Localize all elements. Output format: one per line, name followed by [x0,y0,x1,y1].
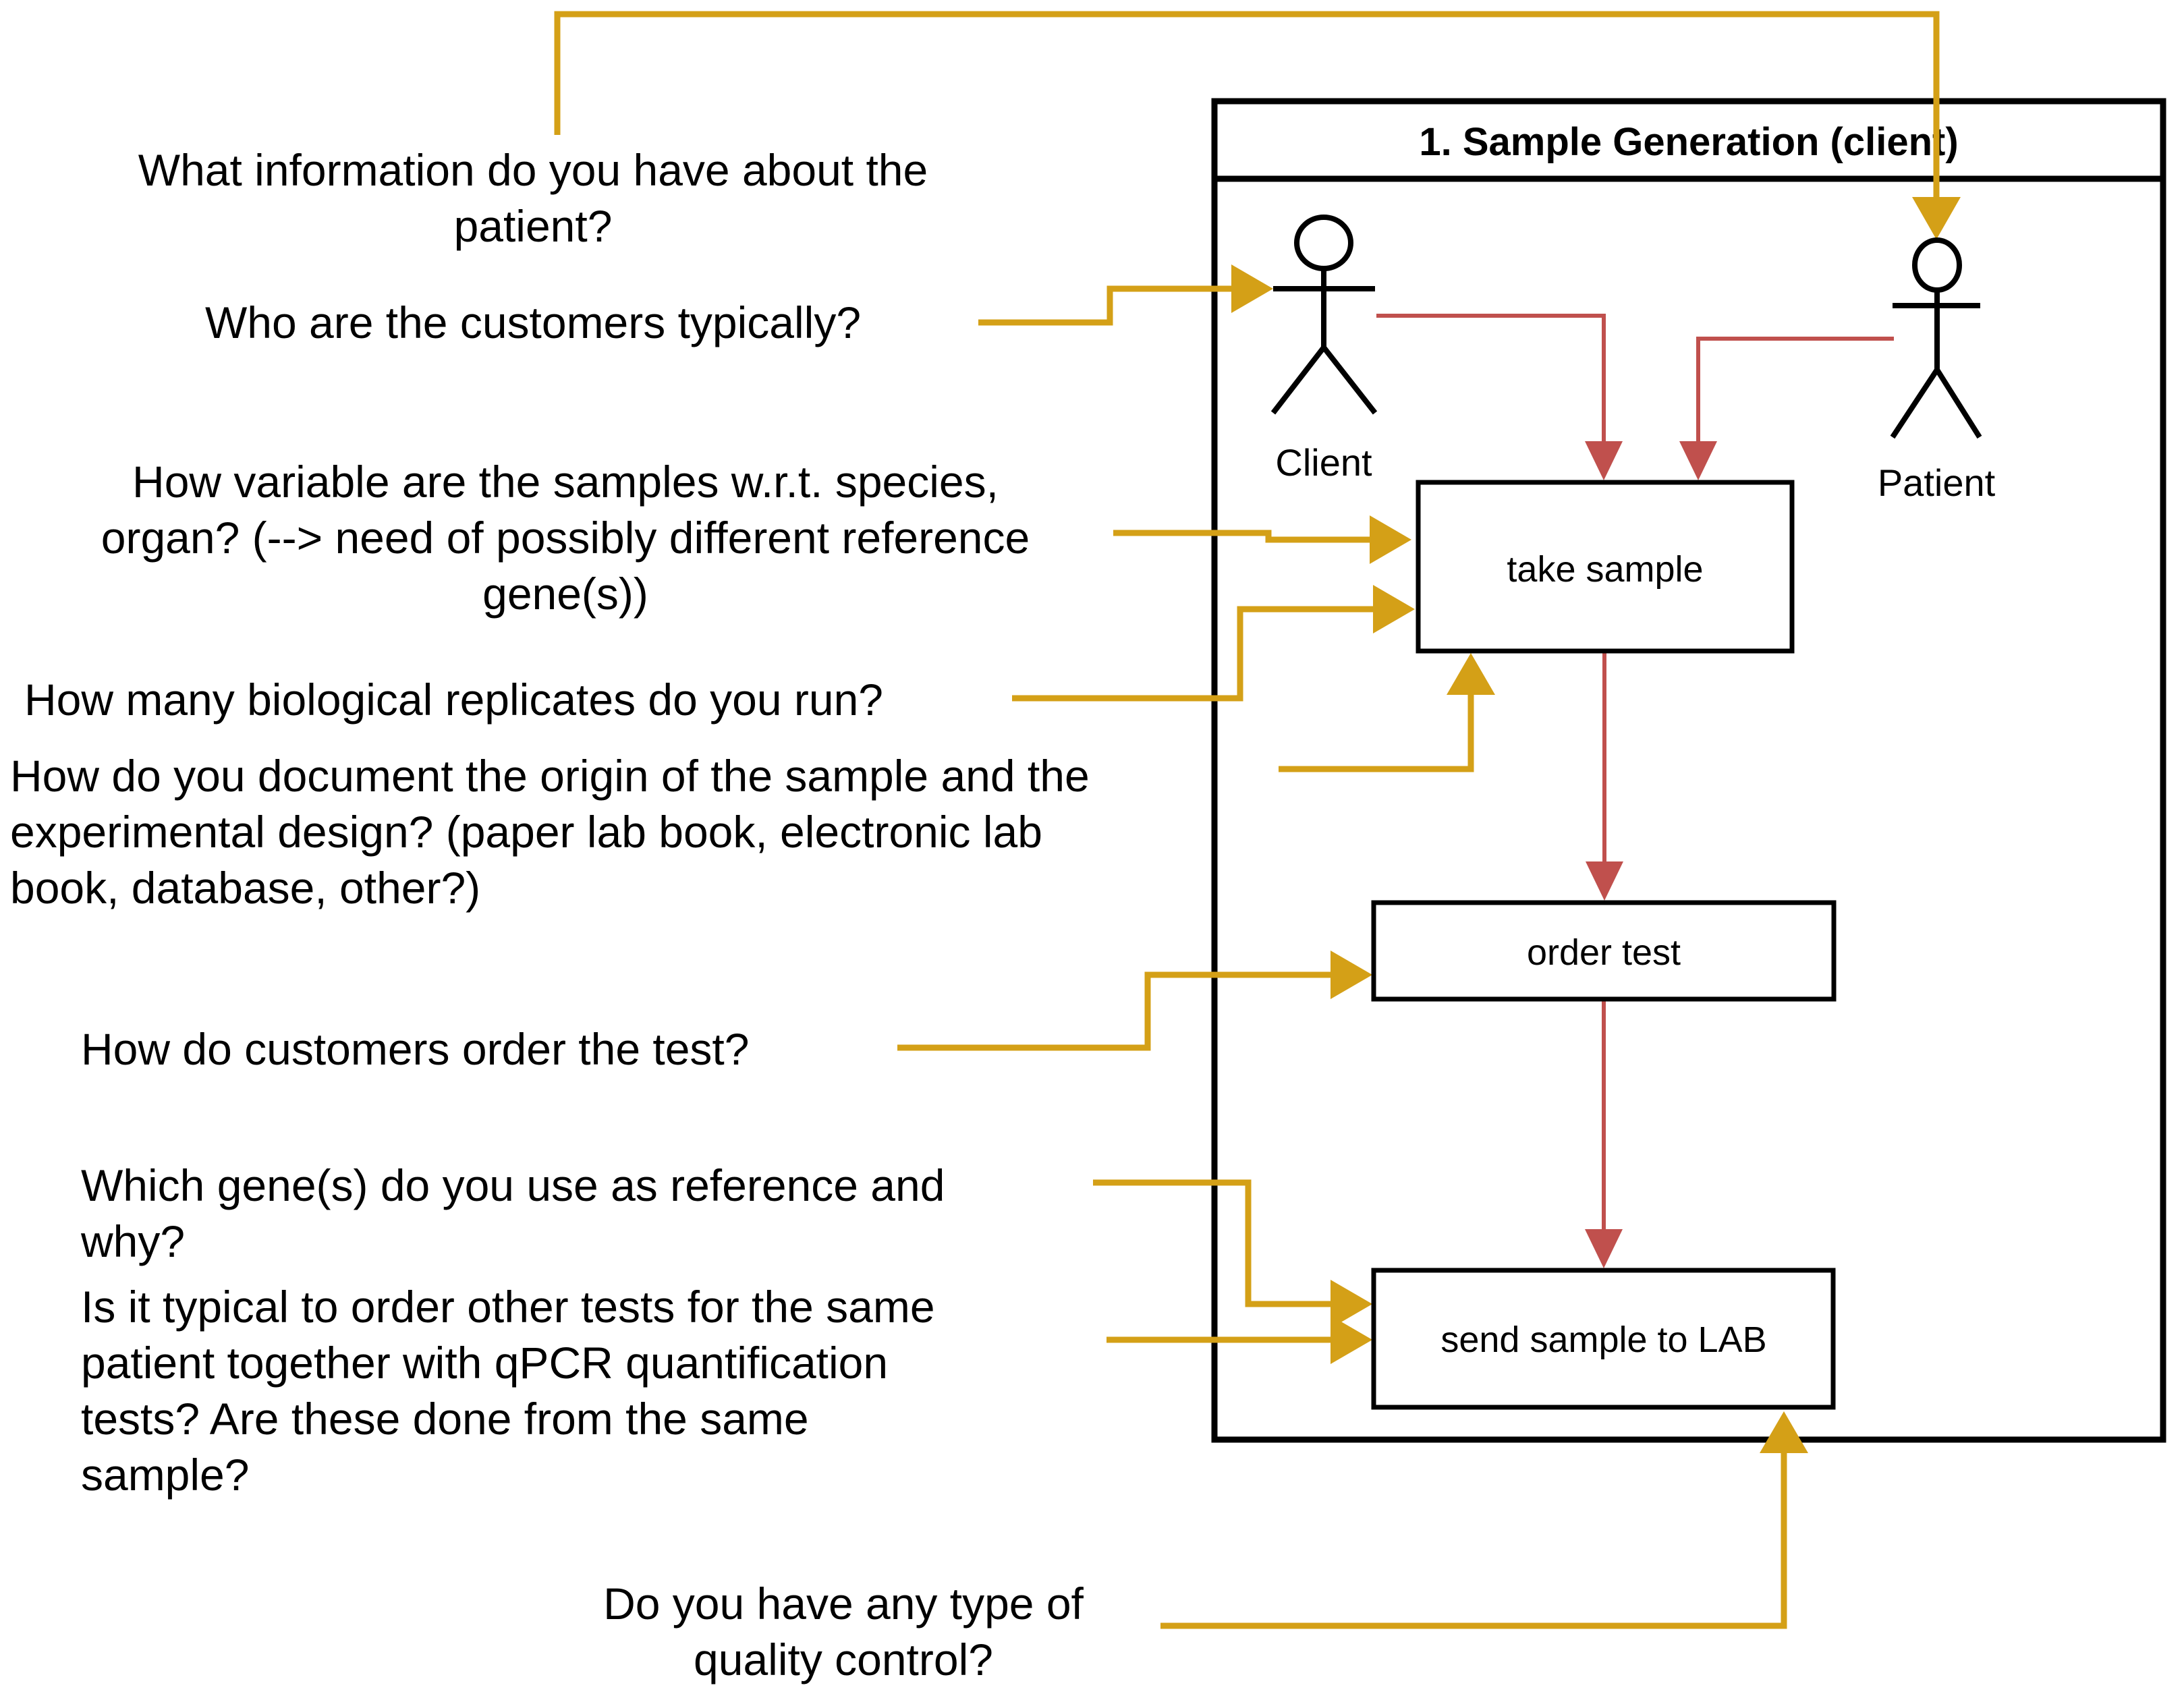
arrowhead-icon [1679,441,1717,480]
take-sample-label: take sample [1507,549,1703,590]
question-line: quality control? [694,1635,993,1685]
arrowhead-icon [1373,585,1415,633]
connector-variability [1113,530,1370,543]
arrowhead-icon [1370,515,1411,564]
client-right-leg [1321,345,1378,415]
send-sample-label: send sample to LAB [1440,1320,1766,1360]
patient-right-leg [1934,368,1982,439]
system-boundary: 1. Sample Generation (client) [1211,98,2166,1443]
question-line: sample? [81,1450,249,1500]
order-test-label: order test [1527,932,1681,973]
question-other-tests: Is it typical to order other tests for t… [81,1282,935,1500]
question-line: Is it typical to order other tests for t… [81,1282,935,1332]
arrowhead-icon [1585,441,1623,480]
connector-replicates [1012,606,1374,702]
send-sample-box [1371,1268,1836,1410]
client-stick-figure-icon [1270,215,1378,415]
question-variability: How variable are the samples w.r.t. spec… [101,457,1030,619]
client-left-leg [1270,345,1326,415]
node-take-sample: take sample [1416,480,1795,654]
arrowhead-icon [1447,653,1495,695]
patient-stick-figure-icon [1890,237,1982,439]
question-reference-genes: Which gene(s) do you use as reference an… [80,1160,945,1266]
question-quality-control: Do you have any type of quality control? [603,1579,1084,1685]
client-actor: Client [1270,215,1378,484]
order-test-box [1371,900,1837,1002]
question-line: book, database, other?) [10,863,480,913]
patient-actor: Patient [1878,237,1996,504]
arrowhead-icon [1760,1411,1808,1453]
flow-patient-to-take-sample [1696,337,1894,443]
question-line: experimental design? (paper lab book, el… [10,807,1042,857]
arrowhead-icon [1586,861,1623,901]
question-line: Who are the customers typically? [205,298,861,347]
patient-label: Patient [1878,461,1996,504]
arrowhead-icon [1331,1280,1372,1328]
question-line: Which gene(s) do you use as reference an… [81,1160,945,1210]
connector-documentation [1279,695,1474,772]
question-line: How many biological replicates do you ru… [24,675,883,725]
question-line: How do customers order the test? [81,1024,749,1074]
question-connectors [554,11,1961,1629]
questions: What information do you have about the p… [10,145,1090,1685]
question-replicates: How many biological replicates do you ru… [24,675,883,725]
arrowhead-icon [1231,264,1273,313]
system-boundary-box [1211,98,2166,1443]
client-label: Client [1275,441,1372,484]
connector-reference-genes [1093,1179,1332,1307]
question-line: Do you have any type of [603,1579,1084,1629]
question-line: How do you document the origin of the sa… [10,751,1090,801]
connector-order [897,971,1332,1051]
question-line: organ? (--> need of possibly different r… [101,513,1030,563]
question-line: tests? Are these done from the same [81,1394,809,1444]
question-line: What information do you have about the [138,145,928,195]
take-sample-box [1416,480,1795,654]
client-head [1294,215,1353,271]
arrowhead-icon [1912,197,1961,239]
question-documentation: How do you document the origin of the sa… [10,751,1090,913]
diagram-title: 1. Sample Generation (client) [1419,120,1958,164]
patient-left-leg [1890,368,1940,439]
arrowhead-icon [1585,1229,1623,1268]
patient-head [1912,237,1962,293]
flow-arrows [1376,314,1894,1268]
question-line: patient? [454,201,613,251]
arrowhead-icon [1331,951,1372,999]
question-line: patient together with qPCR quantificatio… [81,1338,888,1388]
question-line: gene(s)) [482,569,648,619]
flow-client-to-take-sample [1376,314,1606,443]
connector-quality-control [1160,1453,1787,1629]
question-patient-info: What information do you have about the p… [138,145,928,251]
connector-patient-info [554,11,1940,198]
question-order: How do customers order the test? [81,1024,749,1074]
node-send-sample: send sample to LAB [1371,1268,1836,1410]
question-line: why? [80,1216,185,1266]
node-order-test: order test [1371,900,1837,1002]
question-customers: Who are the customers typically? [205,298,861,347]
connector-customers [978,285,1232,326]
arrowhead-icon [1331,1315,1372,1364]
question-line: How variable are the samples w.r.t. spec… [132,457,999,507]
